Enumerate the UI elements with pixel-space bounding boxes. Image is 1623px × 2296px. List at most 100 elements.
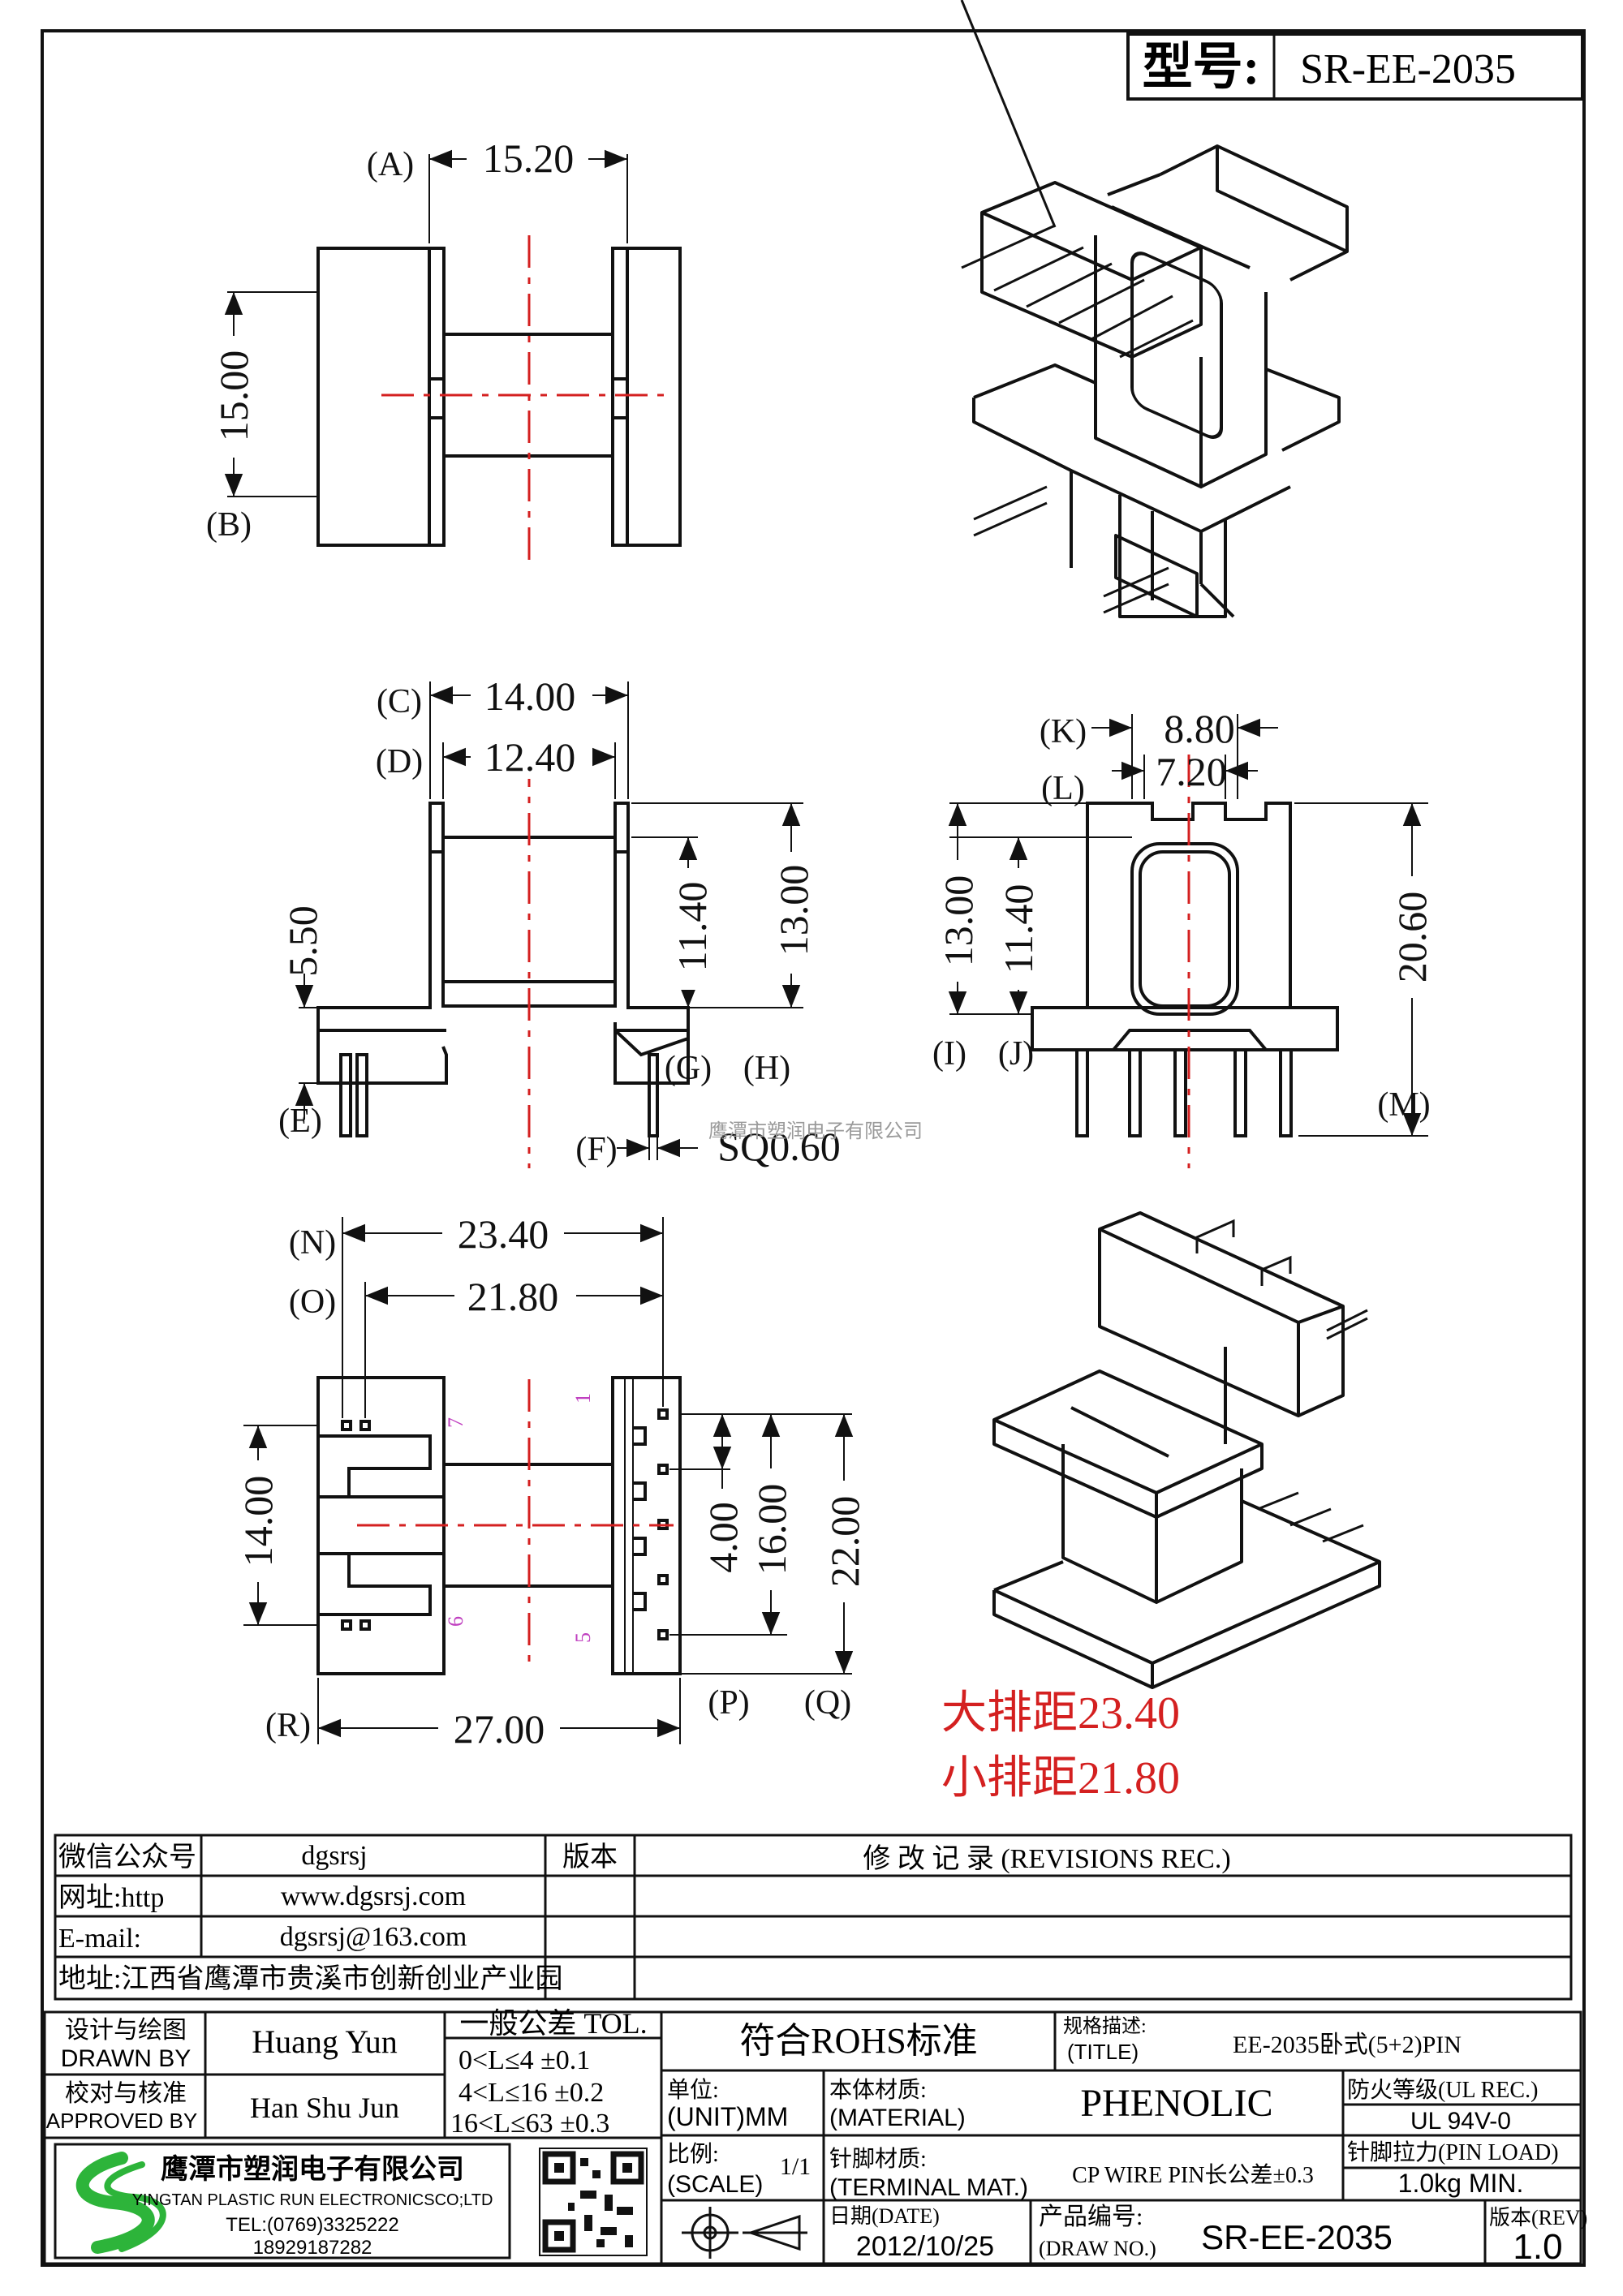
label-K-L: (K) (L) <box>1040 713 1087 807</box>
dim-K-value: 8.80 <box>1164 706 1235 751</box>
dim-O-value: 21.80 <box>467 1274 559 1319</box>
dim-N-value: 23.40 <box>458 1211 549 1257</box>
svg-text:日期(DATE): 日期(DATE) <box>829 2204 940 2228</box>
label-E: (E) <box>278 1103 322 1140</box>
svg-text:单位:: 单位: <box>667 2077 719 2103</box>
svg-text:(O): (O) <box>289 1283 336 1321</box>
svg-text:6: 6 <box>444 1616 467 1627</box>
dim-E-value: 5.50 <box>280 905 325 977</box>
watermark: 鹰潭市塑润电子有限公司 <box>708 1120 923 1142</box>
svg-text:微信公众号: 微信公众号 <box>58 1842 196 1872</box>
svg-text:PHENOLIC: PHENOLIC <box>1080 2082 1272 2125</box>
svg-text:www.dgsrsj.com: www.dgsrsj.com <box>281 1881 466 1911</box>
svg-text:18929187282: 18929187282 <box>253 2237 372 2259</box>
svg-text:1.0: 1.0 <box>1513 2227 1562 2267</box>
dim-Q-value: 22.00 <box>822 1496 867 1588</box>
svg-text:针脚拉力(PIN LOAD): 针脚拉力(PIN LOAD) <box>1347 2139 1559 2165</box>
svg-text:UL 94V-0: UL 94V-0 <box>1410 2108 1511 2135</box>
svg-text:16<L≤63 ±0.3: 16<L≤63 ±0.3 <box>450 2109 609 2139</box>
svg-text:产品编号:: 产品编号: <box>1039 2204 1143 2230</box>
pin-numbers: 1 7 6 5 <box>444 1393 595 1643</box>
svg-text:YINGTAN PLASTIC RUN ELECTRONIC: YINGTAN PLASTIC RUN ELECTRONICSCO;LTD <box>132 2191 493 2209</box>
label-P-Q: (P) (Q) <box>708 1684 851 1722</box>
dim-R: 27.00 <box>317 1678 681 1752</box>
dim-left14-value: 14.00 <box>235 1476 281 1567</box>
front-view <box>316 802 690 1137</box>
isometric-view-2-pins <box>1195 1219 1368 1543</box>
label-F: (F) <box>575 1131 617 1168</box>
svg-text:(K): (K) <box>1040 713 1087 750</box>
label-M: (M) <box>1377 1086 1430 1124</box>
svg-text:(H): (H) <box>743 1050 790 1087</box>
svg-text:dgsrsj: dgsrsj <box>301 1841 367 1871</box>
svg-text:E-mail:: E-mail: <box>58 1924 141 1954</box>
isometric-view-1 <box>972 144 1349 618</box>
pitch-small: 小排距21.80 <box>941 1753 1180 1804</box>
dim-D-value: 12.40 <box>484 734 576 780</box>
model-label: 型号: <box>1143 40 1260 95</box>
dim-E: 5.50 <box>280 905 341 1120</box>
svg-text:比例:: 比例: <box>667 2141 719 2167</box>
svg-text:Huang Yun: Huang Yun <box>252 2023 398 2060</box>
dim-G-H: 11.40 13.00 <box>631 802 820 1008</box>
svg-text:一般公差 TOL.: 一般公差 TOL. <box>459 2007 647 2040</box>
dim-P-value: 4.00 <box>700 1502 746 1573</box>
dim-D: 12.40 <box>442 733 616 799</box>
svg-text:(B): (B) <box>206 506 252 544</box>
svg-text:(TERMINAL MAT.): (TERMINAL MAT.) <box>829 2174 1028 2201</box>
label-N: (N) <box>289 1224 336 1262</box>
dim-G-value: 11.40 <box>669 882 715 972</box>
svg-text:TEL:(0769)3325222: TEL:(0769)3325222 <box>226 2214 399 2236</box>
svg-text:修 改 记 录 (REVISIONS REC.): 修 改 记 录 (REVISIONS REC.) <box>863 1843 1230 1874</box>
svg-text:Han Shu Jun: Han Shu Jun <box>250 2092 399 2124</box>
svg-text:鹰潭市塑润电子有限公司: 鹰潭市塑润电子有限公司 <box>161 2153 464 2186</box>
side-view <box>1031 802 1339 1137</box>
label-B: (B) <box>206 506 252 544</box>
svg-text:(J): (J) <box>998 1035 1034 1073</box>
dim-C: 14.00 <box>429 672 629 799</box>
dim-R-value: 27.00 <box>454 1706 545 1752</box>
dim-B: 15.00 <box>209 291 316 497</box>
dim-K-L: 8.80 7.20 <box>1091 706 1278 799</box>
title-block <box>43 2010 1582 2265</box>
svg-text:APPROVED BY: APPROVED BY <box>46 2109 197 2133</box>
svg-text:5: 5 <box>571 1632 595 1643</box>
model-header: 型号: SR-EE-2035 <box>1126 32 1584 101</box>
svg-text:(R): (R) <box>265 1707 311 1744</box>
isometric-view-1-pins <box>960 0 1194 614</box>
label-I-J: (I) (J) <box>932 1035 1034 1073</box>
top-view-centerlines <box>381 235 674 560</box>
svg-text:(L): (L) <box>1041 770 1085 807</box>
dim-H-value: 13.00 <box>771 865 816 957</box>
svg-text:(D): (D) <box>376 743 423 780</box>
top-view <box>316 247 682 547</box>
pitch-large: 大排距23.40 <box>941 1688 1180 1739</box>
svg-text:(SCALE): (SCALE) <box>667 2171 763 2198</box>
model-value: SR-EE-2035 <box>1300 46 1516 92</box>
svg-text:4<L≤16 ±0.2: 4<L≤16 ±0.2 <box>458 2078 604 2108</box>
dim-I-value: 13.00 <box>936 875 981 967</box>
dim-C-value: 14.00 <box>484 673 576 719</box>
label-R: (R) <box>265 1707 311 1744</box>
svg-text:(MATERIAL): (MATERIAL) <box>829 2105 966 2131</box>
dim-P2-value: 16.00 <box>749 1484 794 1576</box>
pitch-notes: 大排距23.40 小排距21.80 <box>941 1688 1180 1804</box>
label-C: (C) <box>377 683 422 720</box>
label-D: (D) <box>376 743 423 780</box>
svg-text:(Q): (Q) <box>804 1684 851 1722</box>
title-block-text: 设计与绘图 DRAWN BY Huang Yun 校对与核准 APPROVED … <box>46 2007 1588 2267</box>
contact-table <box>54 1834 1573 2001</box>
dim-A: 15.20 <box>428 135 628 243</box>
svg-text:网址:http: 网址:http <box>58 1883 164 1913</box>
label-A: (A) <box>367 146 414 183</box>
projection-symbol-icon <box>682 2207 807 2259</box>
svg-text:地址:江西省鹰潭市贵溪市创新创业产业园: 地址:江西省鹰潭市贵溪市创新创业产业园 <box>58 1963 562 1994</box>
dim-J-value: 11.40 <box>996 884 1041 974</box>
bottom-view-centerlines <box>357 1379 674 1671</box>
svg-text:(P): (P) <box>708 1684 749 1722</box>
svg-text:SR-EE-2035: SR-EE-2035 <box>1201 2218 1393 2256</box>
isometric-view-2 <box>992 1211 1381 1689</box>
svg-text:(G): (G) <box>665 1050 712 1087</box>
svg-text:本体材质:: 本体材质: <box>829 2077 927 2103</box>
